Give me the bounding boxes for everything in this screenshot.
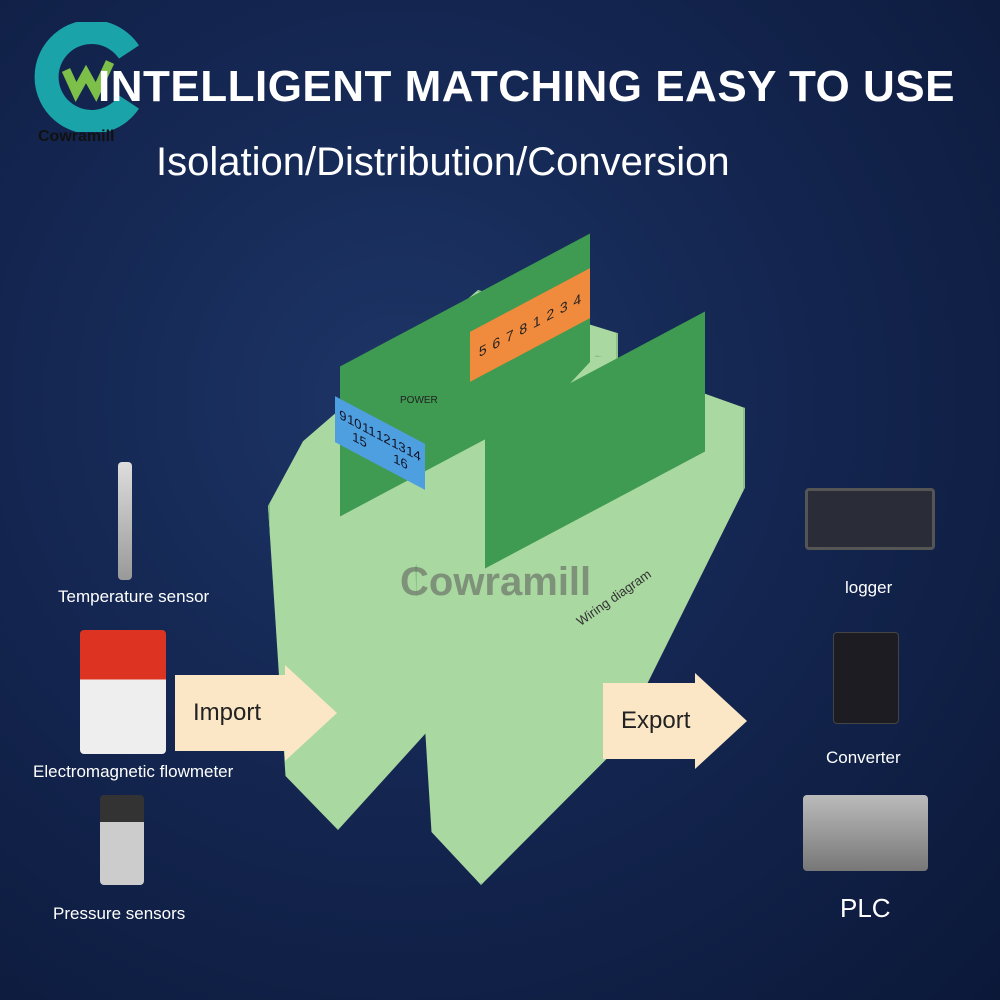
converter-image xyxy=(833,632,899,724)
page-subtitle: Isolation/Distribution/Conversion xyxy=(156,140,730,184)
watermark: Cowramill xyxy=(400,560,592,604)
temperature-sensor-image xyxy=(118,462,132,580)
export-arrow: Export xyxy=(603,673,747,769)
import-arrow: Import xyxy=(175,665,337,761)
logger-image xyxy=(805,488,935,550)
page-title: INTELLIGENT MATCHING EASY TO USE xyxy=(98,62,955,111)
export-label: Export xyxy=(603,683,695,759)
pressure-sensor-image xyxy=(100,795,144,885)
flowmeter-image xyxy=(80,630,166,754)
power-label: POWER xyxy=(400,395,438,406)
output-label-converter: Converter xyxy=(826,748,901,767)
output-label-plc: PLC xyxy=(840,893,891,923)
input-label-pressure: Pressure sensors xyxy=(53,904,186,923)
input-label-temperature: Temperature sensor xyxy=(58,587,210,606)
import-label: Import xyxy=(175,675,285,751)
output-label-logger: logger xyxy=(845,578,893,597)
input-label-flowmeter: Electromagnetic flowmeter xyxy=(33,762,234,781)
brand-name: Cowramill xyxy=(38,128,115,145)
plc-image xyxy=(803,795,928,871)
brand-logo xyxy=(34,20,144,134)
